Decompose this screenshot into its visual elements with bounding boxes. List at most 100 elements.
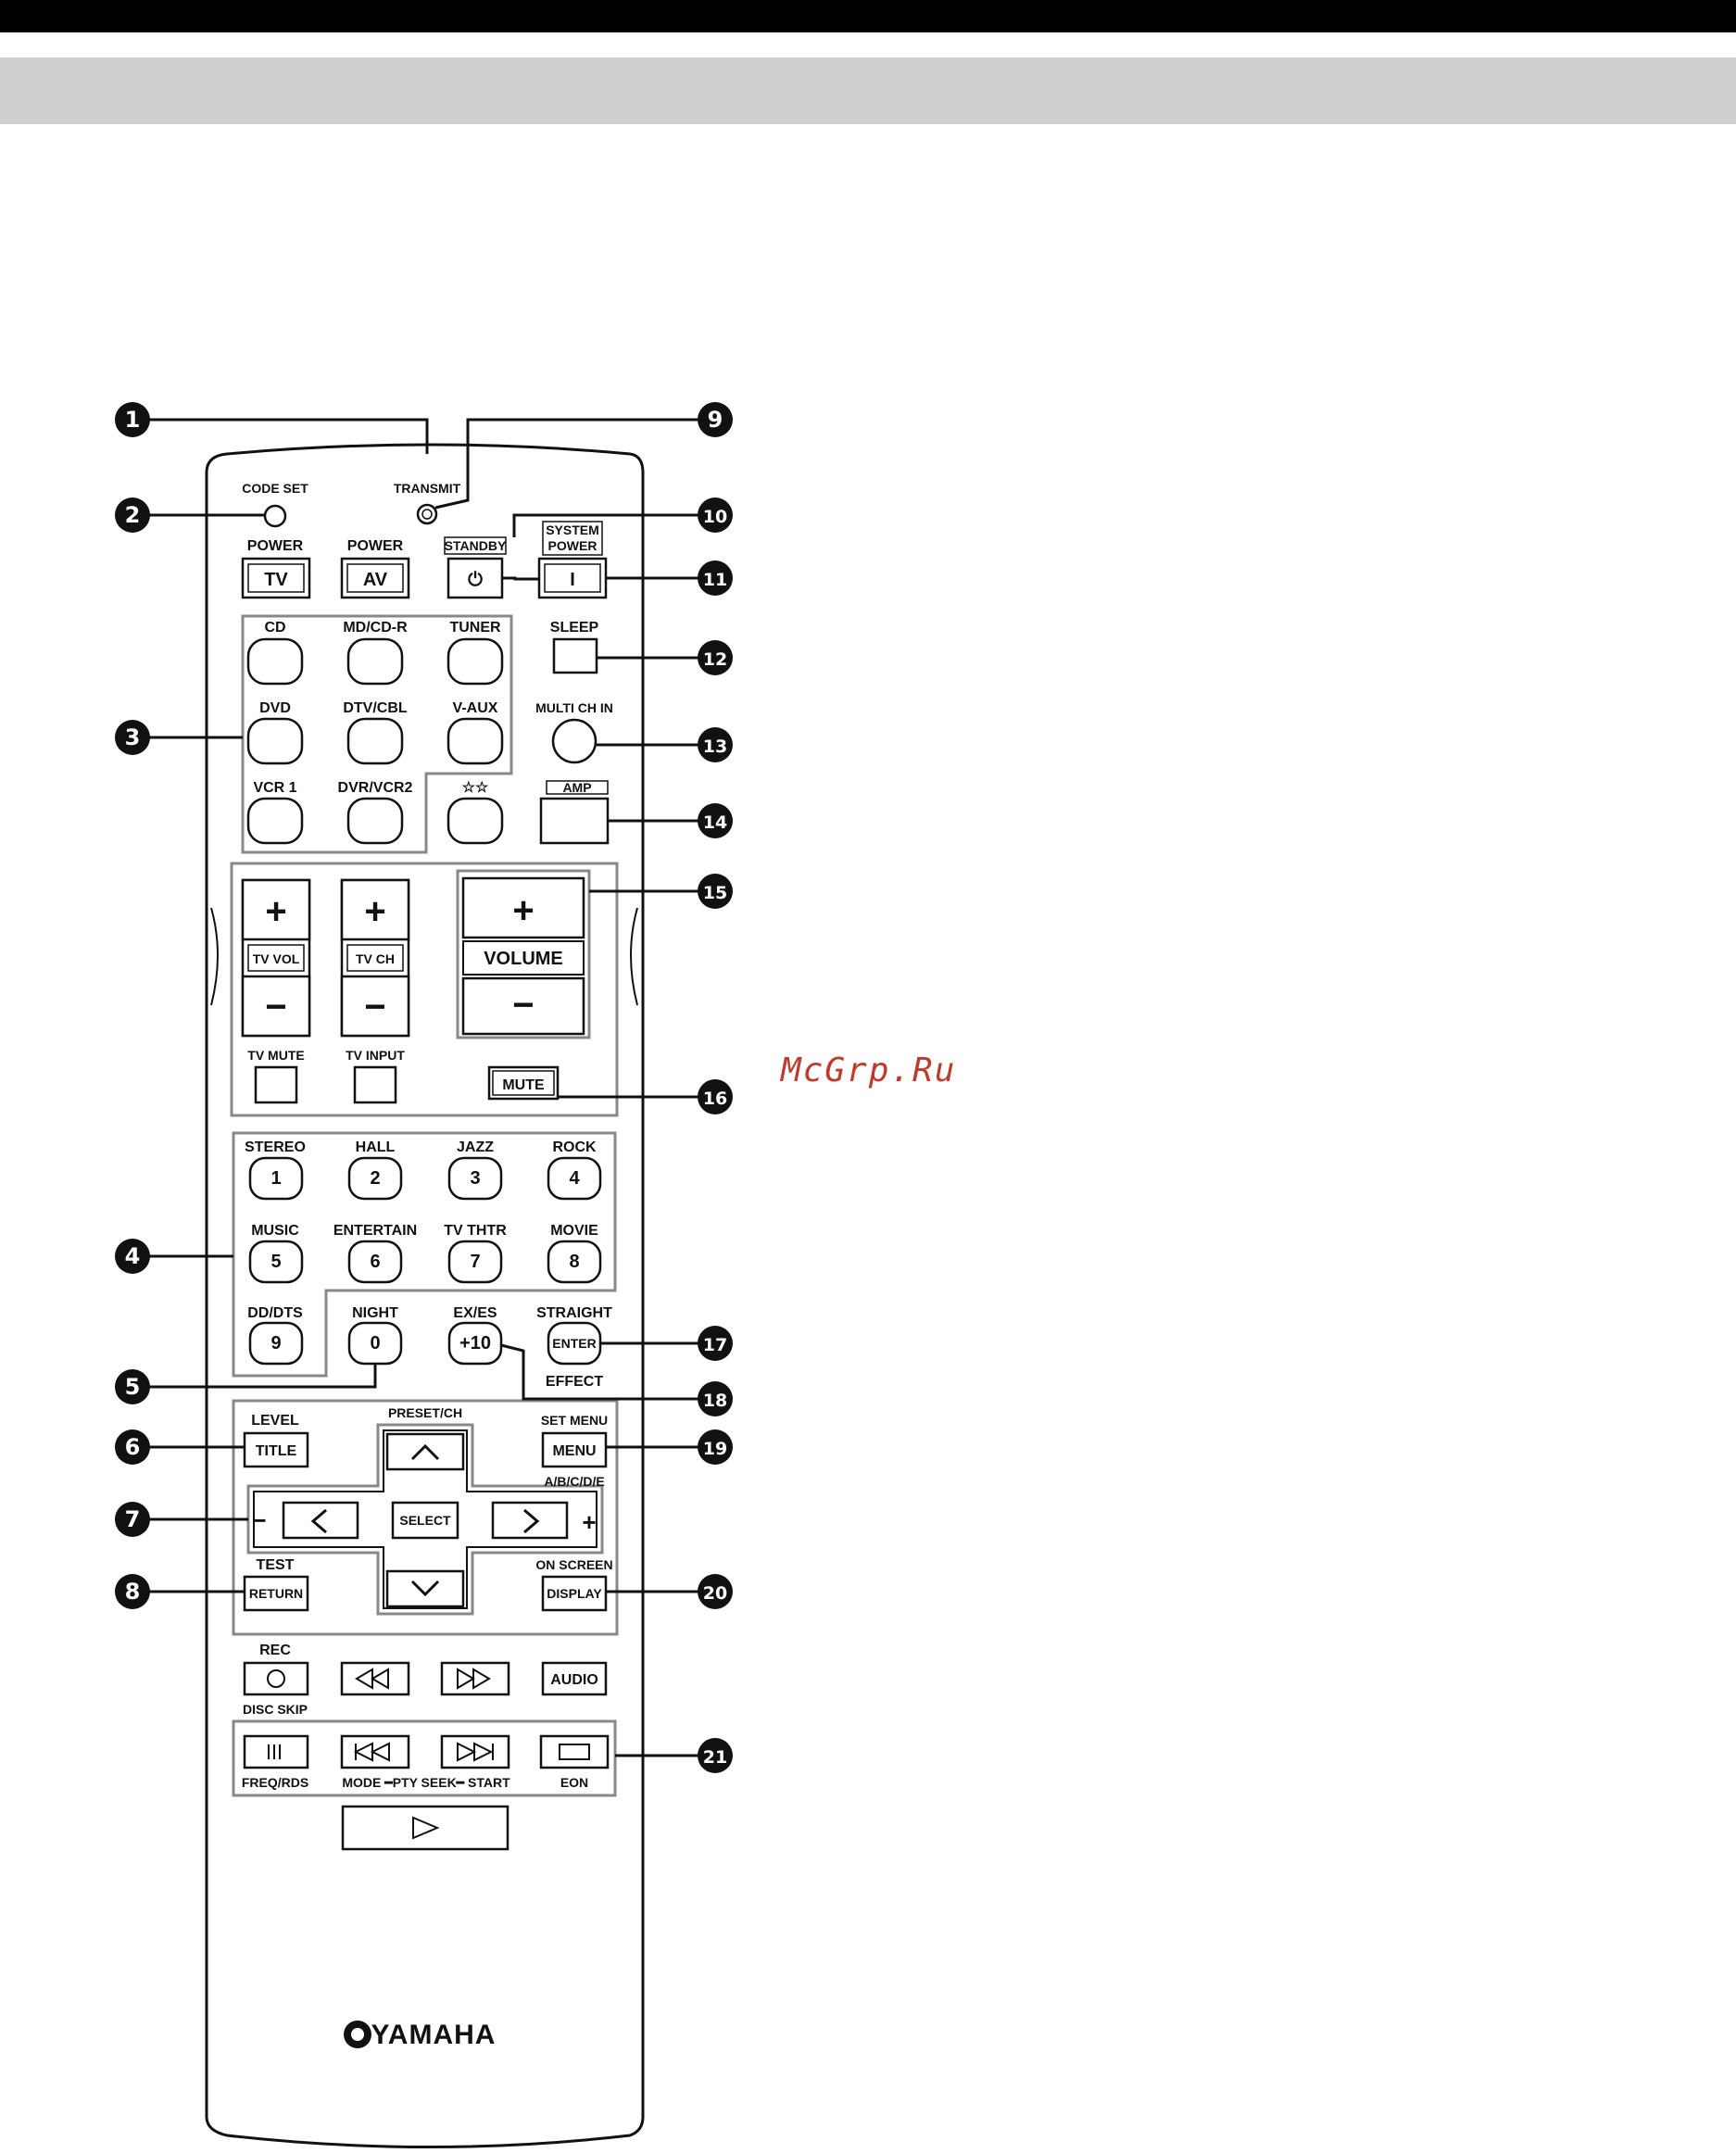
tv-vol-down-button[interactable]: [241, 975, 311, 1038]
level-label: LEVEL: [251, 1413, 299, 1429]
nav-plus-label: +: [582, 1508, 596, 1536]
volume-down-button[interactable]: [461, 976, 585, 1036]
button-7-text: 7: [470, 1252, 480, 1272]
dvr-vcr2-button[interactable]: [346, 797, 404, 845]
callout-number-16: 16: [703, 1089, 727, 1109]
md-cdr-label: MD/CD-R: [343, 620, 408, 636]
plus10-button[interactable]: [447, 1321, 503, 1366]
mute-button[interactable]: [487, 1065, 560, 1101]
callout-marker-5: [115, 1369, 150, 1404]
skip-forward-icon: [457, 1742, 494, 1762]
button-5-text: 5: [270, 1252, 281, 1272]
rec-label: REC: [259, 1643, 291, 1658]
amp-button[interactable]: [539, 797, 610, 845]
sound-field-frame: [232, 1131, 617, 1378]
tv-vol-label: TV VOL: [253, 951, 300, 966]
play-button[interactable]: [341, 1805, 509, 1851]
abcde-label: A/B/C/D/E: [544, 1474, 604, 1489]
section-header-bar: [0, 57, 1736, 124]
mute-label: MUTE: [502, 1077, 545, 1093]
tv-mute-button[interactable]: [254, 1065, 298, 1104]
volume-plus-icon: +: [512, 890, 534, 931]
button-3-text: 3: [470, 1168, 480, 1189]
tv-ch-plus-icon: +: [364, 891, 385, 932]
ex-es-label: EX/ES: [453, 1305, 497, 1321]
brand-logo: YAMAHA: [371, 2020, 497, 2050]
display-button[interactable]: [541, 1575, 608, 1612]
night-label: NIGHT: [352, 1305, 398, 1321]
select-text: SELECT: [399, 1513, 451, 1528]
tv-ch-minus-icon: −: [364, 987, 385, 1027]
chevron-right-icon: [523, 1508, 540, 1534]
callout-marker-9: [698, 402, 733, 437]
tv-input-button[interactable]: [353, 1065, 397, 1104]
button-2[interactable]: [347, 1156, 403, 1201]
button-5[interactable]: [248, 1240, 304, 1284]
button-8-text: 8: [569, 1252, 579, 1272]
button-9[interactable]: [248, 1321, 304, 1366]
test-label: TEST: [257, 1557, 295, 1573]
tuner-button[interactable]: [447, 637, 504, 686]
tv-vol-minus-icon: −: [265, 987, 286, 1027]
skip-back-button[interactable]: [340, 1734, 410, 1769]
dvd-button[interactable]: [246, 717, 304, 765]
standby-button[interactable]: [447, 557, 504, 599]
button-8[interactable]: [547, 1240, 602, 1284]
callout-number-17: 17: [703, 1335, 727, 1355]
cursor-right-button[interactable]: [491, 1501, 569, 1540]
enter-text: ENTER: [552, 1336, 596, 1351]
button-1[interactable]: [248, 1156, 304, 1201]
audio-button[interactable]: [541, 1661, 608, 1696]
callout-marker-3: [115, 720, 150, 755]
remote-side-grip-right: [630, 907, 638, 1006]
stop-button[interactable]: [539, 1734, 610, 1769]
volume-up-button[interactable]: [461, 876, 585, 939]
button-6[interactable]: [347, 1240, 403, 1284]
system-power-i: I: [570, 570, 575, 590]
mode-pty-label: MODE ━PTY SEEK━ START: [342, 1775, 510, 1790]
cursor-left-button[interactable]: [282, 1501, 359, 1540]
music-label: MUSIC: [251, 1223, 299, 1239]
cursor-up-button[interactable]: [385, 1432, 465, 1471]
return-button[interactable]: [243, 1575, 309, 1612]
disc-skip-label: DISC SKIP: [243, 1702, 308, 1717]
vcr1-button[interactable]: [246, 797, 304, 845]
remote-side-grip-left: [210, 907, 219, 1006]
power-av-button[interactable]: [340, 557, 410, 599]
dtv-cbl-label: DTV/CBL: [343, 700, 408, 716]
cd-button[interactable]: [246, 637, 304, 686]
callout-number-11: 11: [703, 570, 727, 590]
sleep-button[interactable]: [552, 637, 598, 674]
pause-button[interactable]: [243, 1734, 309, 1769]
callout-marker-8: [115, 1574, 150, 1609]
jazz-label: JAZZ: [457, 1139, 494, 1155]
stars-button[interactable]: [447, 797, 504, 845]
select-button[interactable]: [391, 1501, 459, 1540]
chevron-down-icon: [410, 1580, 440, 1597]
button-7[interactable]: [447, 1240, 503, 1284]
cursor-down-button[interactable]: [385, 1569, 465, 1608]
sleep-label: SLEEP: [550, 620, 599, 636]
multi-ch-in-button[interactable]: [551, 718, 598, 764]
tv-ch-down-button[interactable]: [340, 975, 410, 1038]
power-tv-button[interactable]: [241, 557, 311, 599]
effect-label: EFFECT: [546, 1374, 603, 1390]
rec-button[interactable]: [243, 1661, 309, 1696]
dtv-cbl-button[interactable]: [346, 717, 404, 765]
v-aux-button[interactable]: [447, 717, 504, 765]
menu-button[interactable]: [541, 1431, 608, 1468]
title-button[interactable]: [243, 1431, 309, 1468]
stars-label: ☆☆: [462, 780, 489, 796]
menu-text: MENU: [552, 1443, 596, 1459]
transmit-label: TRANSMIT: [394, 481, 461, 496]
watermark: McGrp.Ru: [781, 1051, 957, 1089]
tv-ch-up-button[interactable]: [340, 878, 410, 941]
callout-number-4: 4: [125, 1243, 141, 1269]
fast-forward-button[interactable]: [440, 1661, 510, 1696]
tv-vol-up-button[interactable]: [241, 878, 311, 941]
rewind-button[interactable]: [340, 1661, 410, 1696]
button-3[interactable]: [447, 1156, 503, 1201]
callout-number-21: 21: [703, 1747, 727, 1768]
md-cdr-button[interactable]: [346, 637, 404, 686]
button-4[interactable]: [547, 1156, 602, 1201]
